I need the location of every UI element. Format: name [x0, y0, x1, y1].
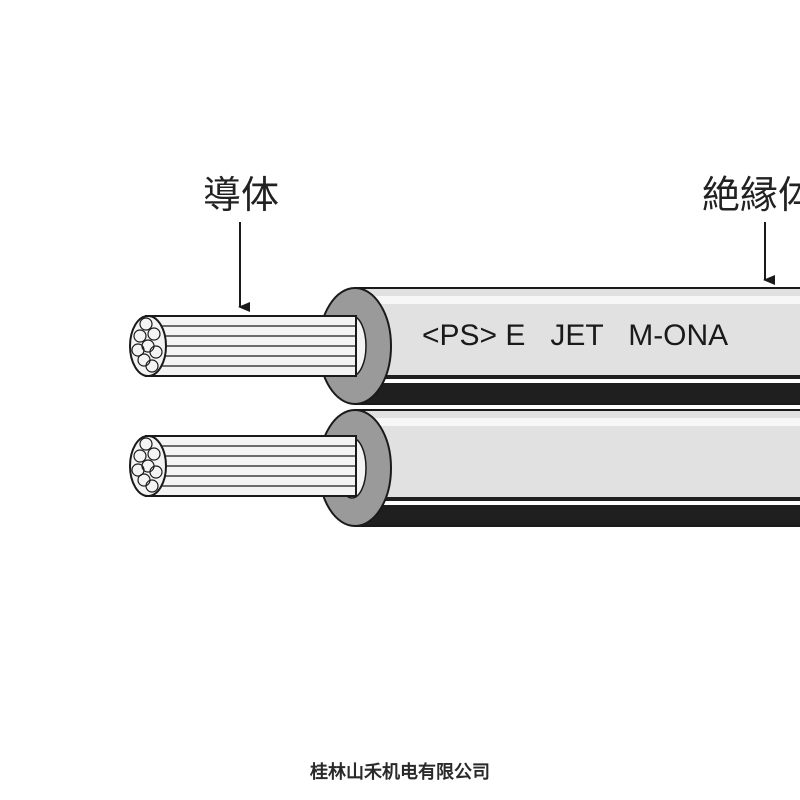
bottom-core — [129, 409, 800, 527]
insulator-label: 絶縁体 — [702, 173, 800, 217]
conductor-label: 導体 — [203, 173, 280, 217]
top-insulation-highlight — [356, 296, 800, 304]
bottom-conductor-strands — [129, 435, 167, 497]
top-core: <PS> E JET M-ONA — [129, 287, 800, 405]
cable-marking-text: <PS> E JET M-ONA — [422, 319, 728, 352]
bottom-insulation-highlight — [356, 418, 800, 426]
top-insulation-stripe — [356, 379, 800, 383]
bottom-insulation-stripe — [356, 501, 800, 505]
company-watermark: 桂林山禾机电有限公司 — [310, 762, 490, 783]
top-conductor-strands — [129, 315, 167, 377]
